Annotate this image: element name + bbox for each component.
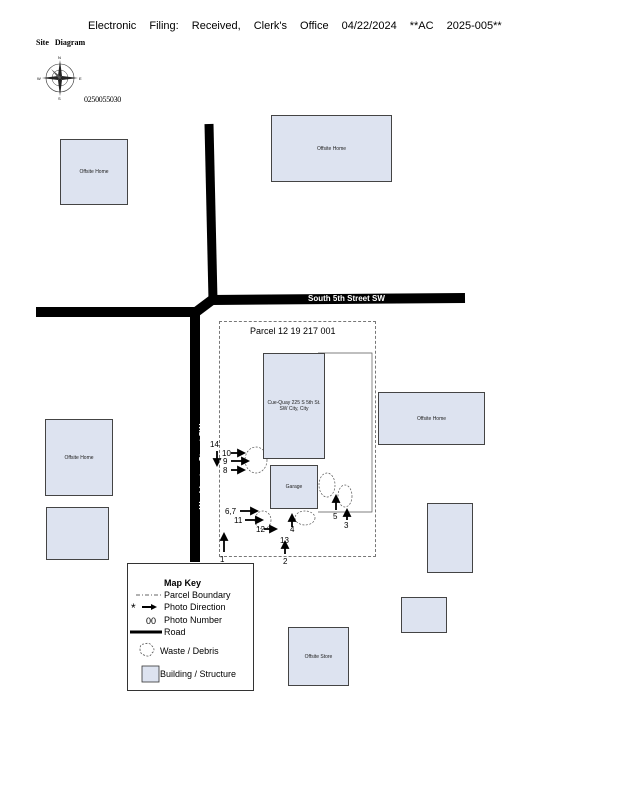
photo-arrow-icon — [240, 506, 260, 516]
offsite-home-w: Offsite Home — [45, 419, 113, 496]
photo-number: 2 — [283, 557, 288, 566]
compass-w: W — [37, 76, 41, 81]
offsite-building-sw — [46, 507, 109, 560]
waste-cloud-icon — [337, 484, 353, 508]
map-key: Map Key * 00 Parcel Boundary Photo Direc… — [127, 563, 254, 691]
photo-arrow-icon — [287, 512, 297, 527]
photo-arrow-icon — [264, 524, 279, 534]
legend-building-structure: Building / Structure — [160, 669, 237, 679]
building-square-icon — [141, 665, 160, 683]
south-5th-street-road — [36, 293, 466, 317]
photo-arrow-icon — [231, 465, 247, 475]
parcel-number: 0250055030 — [84, 95, 122, 104]
photo-number: 14 — [210, 440, 219, 449]
waste-cloud-icon — [318, 472, 336, 498]
photo-number: 12 — [256, 525, 265, 534]
photo-arrow-icon — [331, 493, 341, 510]
map-key-symbols — [130, 594, 162, 683]
photo-arrow-icon — [245, 515, 265, 525]
filing-stamp: Electronic Filing: Received, Clerk's Off… — [88, 20, 502, 32]
photo-number: 3 — [344, 521, 349, 530]
site-diagram-title: Site Diagram — [36, 38, 86, 47]
photo-number: 5 — [333, 512, 338, 521]
offsite-home-e: Offsite Home — [378, 392, 485, 445]
photo-number: 9 — [223, 457, 228, 466]
legend-photo-number: Photo Number — [164, 615, 223, 625]
compass-s: S — [58, 96, 61, 101]
parcel-label: Parcel 12 19 217 001 — [250, 326, 336, 336]
legend-waste-debris: Waste / Debris — [160, 646, 219, 656]
compass-e: E — [79, 76, 82, 81]
garage: Garage — [270, 465, 318, 509]
photo-number-sample: 00 — [146, 616, 157, 626]
photo-arrow-icon — [280, 539, 290, 554]
photo-arrow-icon — [212, 451, 222, 468]
photo-arrow-icon — [231, 456, 251, 466]
photo-number: 13 — [280, 536, 289, 545]
parcel-boundary — [219, 321, 376, 557]
photo-number: 8 — [223, 466, 228, 475]
compass-n: N — [58, 55, 61, 60]
waste-cloud-icon — [139, 642, 155, 657]
compass-rose-icon — [42, 60, 78, 96]
waste-cloud-icon — [294, 510, 316, 526]
asterisk-mark: * — [131, 601, 136, 615]
offsite-building-small — [401, 597, 447, 633]
offsite-store: Offsite Store — [288, 627, 349, 686]
north-road — [204, 123, 218, 301]
legend-parcel-boundary: Parcel Boundary — [164, 590, 231, 600]
photo-number: 11 — [234, 516, 243, 525]
offsite-home-nw: Offsite Home — [60, 139, 128, 205]
legend-road: Road — [164, 627, 186, 637]
photo-arrow-icon — [231, 448, 247, 458]
photo-number: 4 — [290, 525, 295, 534]
washington-street-label: Washington Street SW — [198, 423, 208, 510]
photo-number: 1 — [220, 555, 225, 564]
photo-arrow-icon — [219, 531, 229, 552]
offsite-home-n: Offsite Home — [271, 115, 392, 182]
south-5th-street-label: South 5th Street SW — [308, 294, 385, 303]
offsite-building-se — [427, 503, 473, 573]
photo-number: 6,7 — [225, 507, 237, 516]
waste-cloud-icon — [244, 446, 268, 474]
subject-building: Cue-Quay 225 S 5th St. SW City, City — [263, 353, 325, 459]
photo-arrow-icon — [342, 507, 352, 520]
photo-number: 10 — [222, 449, 231, 458]
map-key-title: Map Key — [164, 578, 202, 588]
arrow-icon — [142, 604, 157, 610]
legend-photo-direction: Photo Direction — [164, 602, 226, 612]
waste-cloud-icon — [254, 510, 272, 530]
